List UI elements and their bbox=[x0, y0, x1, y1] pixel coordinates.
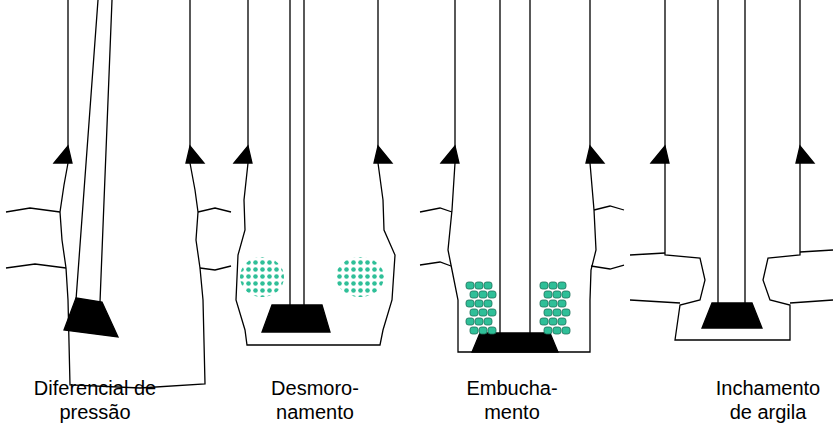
stuck-pipe-clay-swelling bbox=[630, 0, 833, 340]
cutting-chip bbox=[553, 309, 561, 316]
cutting-chip bbox=[488, 309, 496, 316]
cutting-chip bbox=[475, 318, 483, 325]
cutting-chip bbox=[540, 300, 548, 307]
cutting-chip bbox=[562, 327, 570, 334]
cutting-chip bbox=[544, 291, 552, 298]
cuttings bbox=[466, 282, 570, 334]
cutting-chip bbox=[553, 291, 561, 298]
cutting-chip bbox=[544, 327, 552, 334]
cutting-chip bbox=[466, 318, 474, 325]
cutting-chip bbox=[475, 282, 483, 289]
stuck-pipe-differential bbox=[6, 0, 231, 388]
cutting-chip bbox=[549, 282, 557, 289]
cutting-chip bbox=[558, 318, 566, 325]
cutting-chip bbox=[488, 327, 496, 334]
stuck-pipe-washout bbox=[234, 0, 395, 345]
cutting-chip bbox=[479, 291, 487, 298]
caption-label: Inchamento de argila bbox=[703, 376, 833, 424]
cutting-chip bbox=[558, 282, 566, 289]
cutting-chip bbox=[479, 309, 487, 316]
cutting-chip bbox=[544, 309, 552, 316]
cutting-chip bbox=[470, 327, 478, 334]
cutting-chip bbox=[484, 300, 492, 307]
cutting-chip bbox=[540, 318, 548, 325]
caption-label: Embucha- mento bbox=[457, 376, 567, 424]
cutting-chip bbox=[558, 300, 566, 307]
cutting-chip bbox=[540, 282, 548, 289]
cutting-chip bbox=[553, 327, 561, 334]
caption-label: Desmoro- namento bbox=[255, 376, 375, 424]
cutting-chip bbox=[470, 291, 478, 298]
cutting-chip bbox=[466, 300, 474, 307]
caption-label: Diferencial de pressão bbox=[20, 376, 170, 424]
cutting-chip bbox=[484, 282, 492, 289]
cutting-chip bbox=[475, 300, 483, 307]
cutting-chip bbox=[549, 300, 557, 307]
cutting-chip bbox=[549, 318, 557, 325]
cutting-chip bbox=[488, 291, 496, 298]
cutting-chip bbox=[562, 309, 570, 316]
stuck-pipe-packing bbox=[420, 0, 624, 352]
cutting-chip bbox=[484, 318, 492, 325]
cutting-chip bbox=[479, 327, 487, 334]
cutting-chip bbox=[466, 282, 474, 289]
cutting-chip bbox=[562, 291, 570, 298]
cutting-chip bbox=[470, 309, 478, 316]
